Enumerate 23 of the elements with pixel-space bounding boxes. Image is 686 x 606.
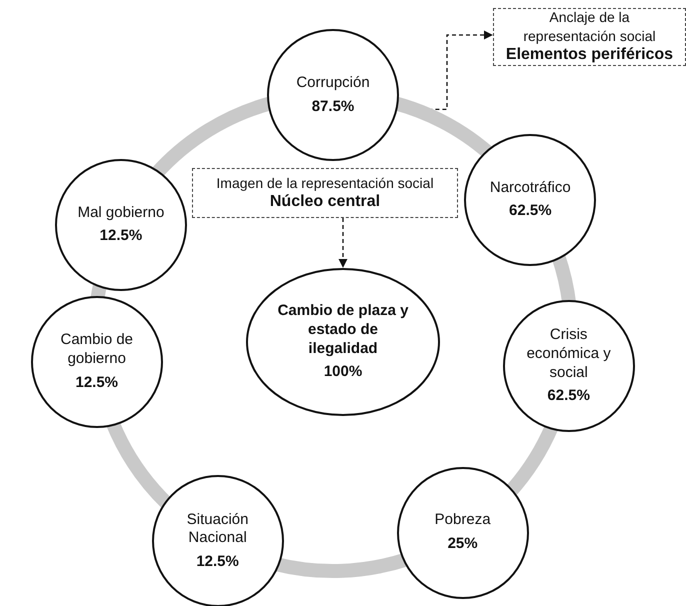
percentage-label: 12.5%: [196, 553, 239, 572]
percentage-label: 25%: [448, 535, 478, 554]
percentage-label: 100%: [324, 363, 362, 382]
percentage-label: 62.5%: [509, 202, 552, 222]
percentage-label: 62.5%: [547, 387, 590, 406]
box-caption: Anclaje de la representación social: [522, 8, 657, 45]
arrow: [338, 218, 348, 268]
box-heading: Elementos periféricos: [506, 44, 674, 65]
node-label: Situación Nacional: [186, 510, 250, 548]
percentage-label: 87.5%: [312, 98, 354, 116]
node-label: Pobreza: [434, 511, 491, 530]
node-label: Cambio de gobierno: [59, 331, 134, 369]
node-label: Crisis económica y social: [526, 326, 612, 382]
percentage-label: 12.5%: [100, 227, 142, 246]
box-heading: Núcleo central: [270, 192, 380, 212]
node-label: Mal gobierno: [78, 204, 164, 222]
percentage-label: 12.5%: [75, 374, 118, 393]
node-label: Cambio de plaza y estado de ilegalidad: [276, 302, 410, 358]
node-label: Narcotráfico: [490, 178, 571, 198]
dashed-box: [493, 8, 686, 66]
box-caption: Imagen de la representación social: [216, 174, 434, 192]
node-label: Corrupción: [296, 74, 370, 92]
dashed-box: [192, 168, 458, 218]
